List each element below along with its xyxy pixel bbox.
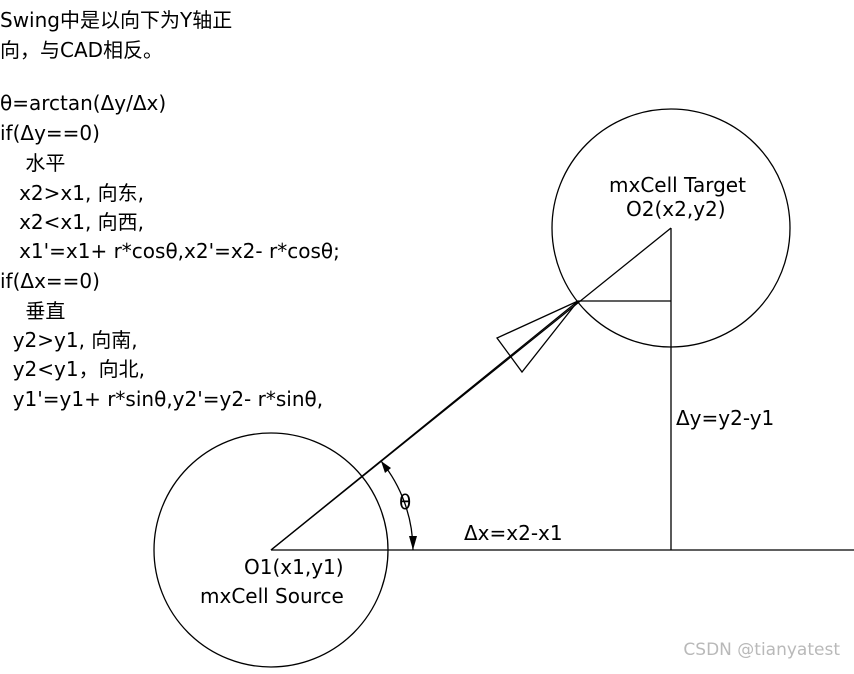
- note-line: Swing中是以向下为Y轴正: [0, 8, 233, 32]
- note-line: y1'=y1+ r*sinθ,y2'=y2- r*sinθ,: [0, 387, 324, 411]
- delta-x-label: Δx=x2-x1: [464, 521, 563, 545]
- delta-y-label: Δy=y2-y1: [676, 406, 775, 430]
- note-line: if(Δx==0): [0, 269, 100, 293]
- angle-theta-label: θ: [399, 490, 412, 514]
- target-title-label: mxCell Target: [609, 173, 746, 197]
- angle-arc-arrow-top: [381, 461, 391, 473]
- angle-arc-arrow-bottom: [409, 536, 417, 550]
- arrow-head: [496, 300, 579, 374]
- watermark-text: CSDN @tianyatest: [683, 640, 840, 660]
- note-line: x2>x1, 向东,: [0, 181, 145, 205]
- target-point-label: O2(x2,y2): [626, 197, 726, 221]
- note-line: y2<y1，向北,: [0, 357, 145, 381]
- source-title-label: mxCell Source: [200, 584, 344, 608]
- note-line: x1'=x1+ r*cosθ,x2'=x2- r*cosθ;: [0, 239, 340, 263]
- note-line: 垂直: [0, 299, 66, 323]
- note-line: 向，与CAD相反。: [0, 38, 164, 62]
- note-line: if(Δy==0): [0, 121, 100, 145]
- connector-line-upper: [270, 300, 579, 551]
- note-line: 水平: [0, 151, 66, 175]
- note-line: x2<x1, 向西,: [0, 210, 145, 234]
- source-point-label: O1(x1,y1): [244, 555, 344, 579]
- note-line: y2>y1, 向南,: [0, 328, 138, 352]
- note-line: θ=arctan(Δy/Δx): [0, 91, 167, 115]
